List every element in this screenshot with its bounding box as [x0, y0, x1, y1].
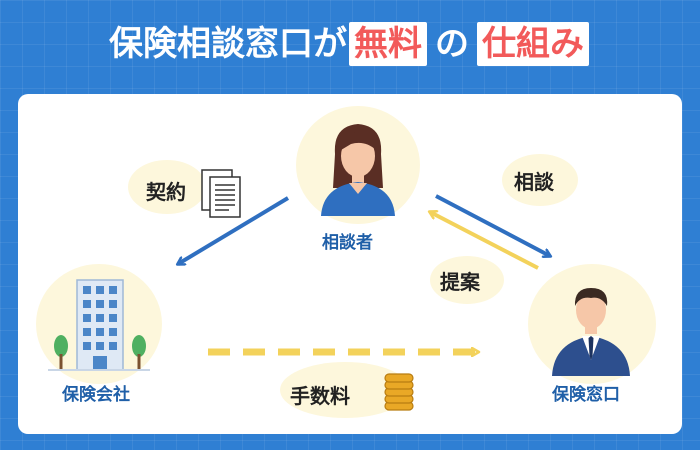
arrows-layer: [18, 194, 682, 434]
node-label-insurance-window: 保険窓口: [552, 385, 620, 405]
edge-label-contract: 契約: [146, 180, 186, 204]
office-building-icon: [48, 279, 150, 371]
page-title: 保険相談窓口が無料の仕組み: [0, 22, 700, 66]
consult-blob: [502, 154, 578, 206]
document-icon: [201, 169, 241, 218]
title-text: 保険相談窓口が: [109, 24, 347, 64]
businessman-icon: [552, 288, 630, 376]
edge-label-commission: 手数料: [290, 384, 350, 408]
title-highlight-free: 無料: [349, 22, 427, 66]
node-label-insurance-company: 保険会社: [62, 385, 130, 405]
edge-label-consult: 相談: [514, 170, 554, 194]
proposal-arrow: [430, 212, 539, 270]
title-particle: の: [435, 24, 469, 64]
consult-arrow: [435, 194, 550, 256]
edge-label-proposal: 提案: [440, 270, 480, 294]
proposal-blob: [430, 256, 504, 304]
person-woman-icon: [321, 124, 395, 216]
node-label-consultant: 相談者: [322, 233, 373, 253]
title-highlight-mechanism: 仕組み: [477, 22, 589, 66]
contract-blob: [128, 160, 206, 214]
contract-arrow: [178, 196, 290, 264]
coin-stack-icon: [384, 373, 414, 411]
diagram-panel: 相談者 保険会社 保険窓口 契約 相談 提案 手数料: [18, 94, 682, 434]
